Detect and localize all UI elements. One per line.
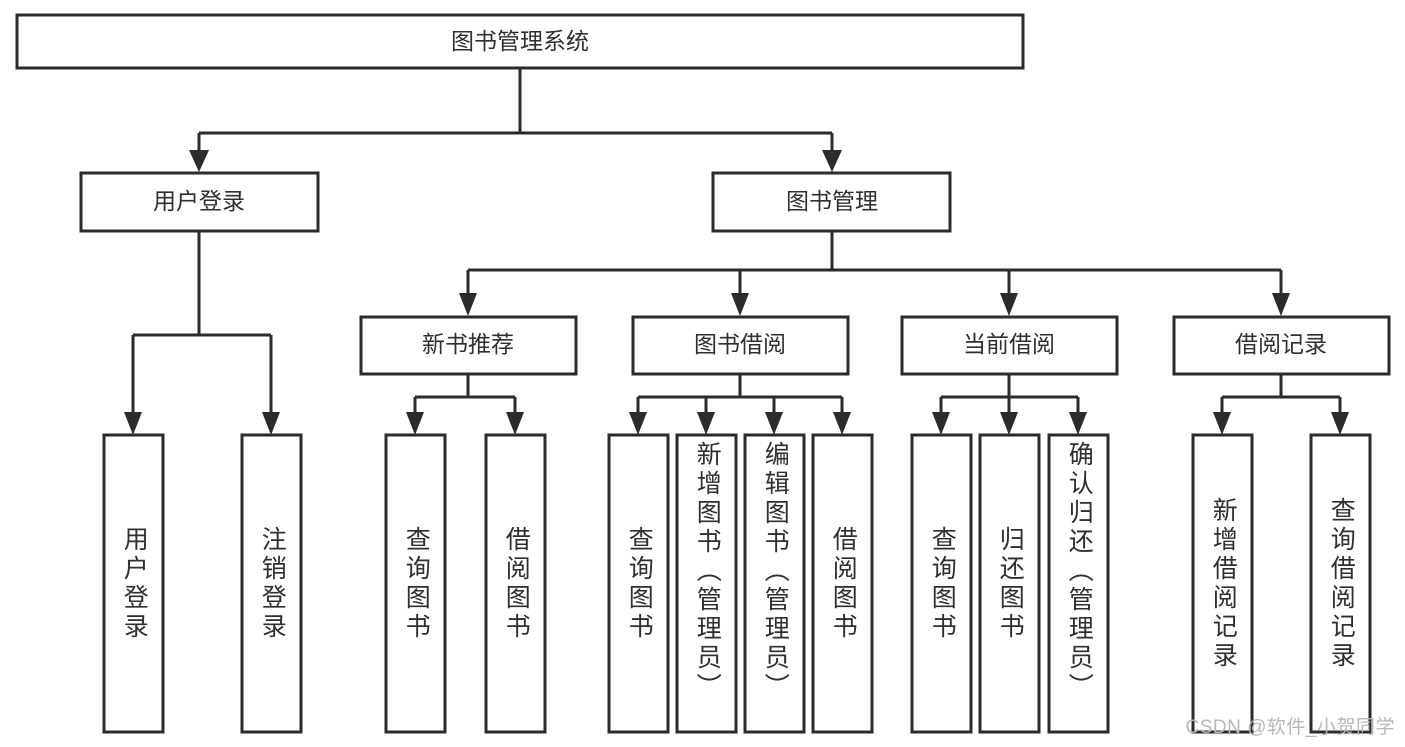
node-book-borrow-label: 图书借阅 (694, 331, 786, 357)
arrow-head-leaf-borrow-b (697, 412, 715, 435)
arrow-head-leaf-borrow-c (765, 412, 783, 435)
connector-layer (124, 68, 1349, 435)
arrow-head-leaf-record-b (1331, 412, 1349, 435)
arrow-head-currentborrow (1000, 293, 1018, 316)
node-new-book-rec-box[interactable] (359, 315, 578, 376)
node-root-box[interactable] (15, 13, 1025, 70)
arrow-head-leaf-borrow-a (629, 412, 647, 435)
arrow-head-leaf-current-c (1069, 412, 1087, 435)
node-book-manage[interactable]: 图书管理 (711, 171, 952, 233)
leaf-box-borrow-d[interactable] (811, 433, 874, 734)
leaf-box-record-b[interactable] (1309, 433, 1372, 734)
node-new-book-rec[interactable]: 新书推荐 (359, 315, 578, 376)
node-book-manage-box[interactable] (711, 171, 952, 233)
arrow-head-leaf-borrow-d (833, 412, 851, 435)
node-current-borrow-box[interactable] (900, 315, 1119, 376)
node-current-borrow[interactable]: 当前借阅 (900, 315, 1119, 376)
leaf-box-current-b[interactable] (978, 433, 1041, 734)
node-user-login[interactable]: 用户登录 (79, 171, 320, 233)
node-current-borrow-label: 当前借阅 (963, 331, 1055, 357)
leaf-box-record-a[interactable] (1191, 433, 1254, 734)
node-book-manage-label: 图书管理 (786, 188, 878, 214)
node-borrow-record-label: 借阅记录 (1235, 331, 1327, 357)
arrow-head-leaf-current-b (1000, 412, 1018, 435)
leaf-box-borrow-a[interactable] (607, 433, 670, 734)
leaf-box-current-a[interactable] (910, 433, 973, 734)
node-book-borrow-box[interactable] (631, 315, 850, 376)
arrow-head-newbookrec (459, 293, 477, 316)
leaf-box-new-book-a[interactable] (384, 433, 447, 734)
leaf-box-user-login-a[interactable] (102, 433, 165, 734)
arrow-head-leaf-newbook-a (406, 412, 424, 435)
arrow-head-leaf-record-a (1213, 412, 1231, 435)
arrow-head-userlogin (189, 150, 209, 172)
node-borrow-record[interactable]: 借阅记录 (1172, 315, 1391, 376)
leaf-box-borrow-c[interactable] (743, 433, 806, 734)
arrow-head-bookmanage (822, 150, 842, 172)
leaf-box-new-book-b[interactable] (484, 433, 547, 734)
arrow-head-leaf-user-login-a (124, 412, 142, 435)
leaf-box-current-c[interactable] (1047, 433, 1110, 734)
arrow-head-leaf-user-login-b (262, 412, 280, 435)
node-book-borrow[interactable]: 图书借阅 (631, 315, 850, 376)
node-root[interactable]: 图书管理系统 (15, 13, 1025, 70)
node-borrow-record-box[interactable] (1172, 315, 1391, 376)
arrow-head-bookborrow (731, 293, 749, 316)
node-user-login-box[interactable] (79, 171, 320, 233)
watermark-text: CSDN @软件_小贺同学 (1185, 717, 1395, 738)
node-new-book-rec-label: 新书推荐 (422, 331, 514, 357)
leaf-box-layer (102, 433, 1372, 734)
arrow-head-leaf-newbook-b (506, 412, 524, 435)
arrow-head-borrowrecord (1272, 293, 1290, 316)
arrow-head-leaf-current-a (932, 412, 950, 435)
node-root-label: 图书管理系统 (451, 28, 589, 54)
leaf-box-user-login-b[interactable] (240, 433, 303, 734)
node-user-login-label: 用户登录 (153, 188, 245, 214)
leaf-box-borrow-b[interactable] (675, 433, 738, 734)
